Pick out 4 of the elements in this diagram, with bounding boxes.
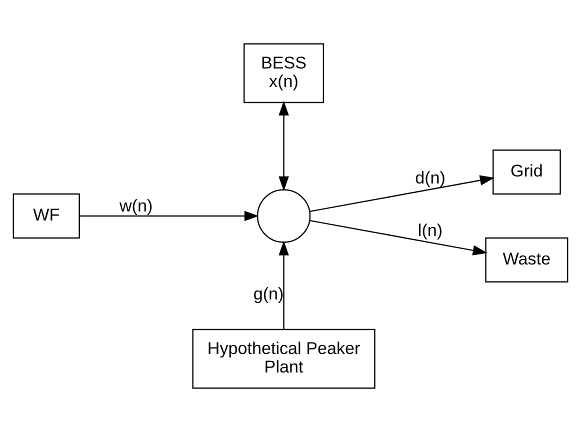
edge-label: g(n)	[253, 284, 284, 304]
edge-label: l(n)	[418, 220, 443, 240]
edge-label: d(n)	[415, 168, 446, 188]
edge-label: w(n)	[119, 196, 153, 216]
